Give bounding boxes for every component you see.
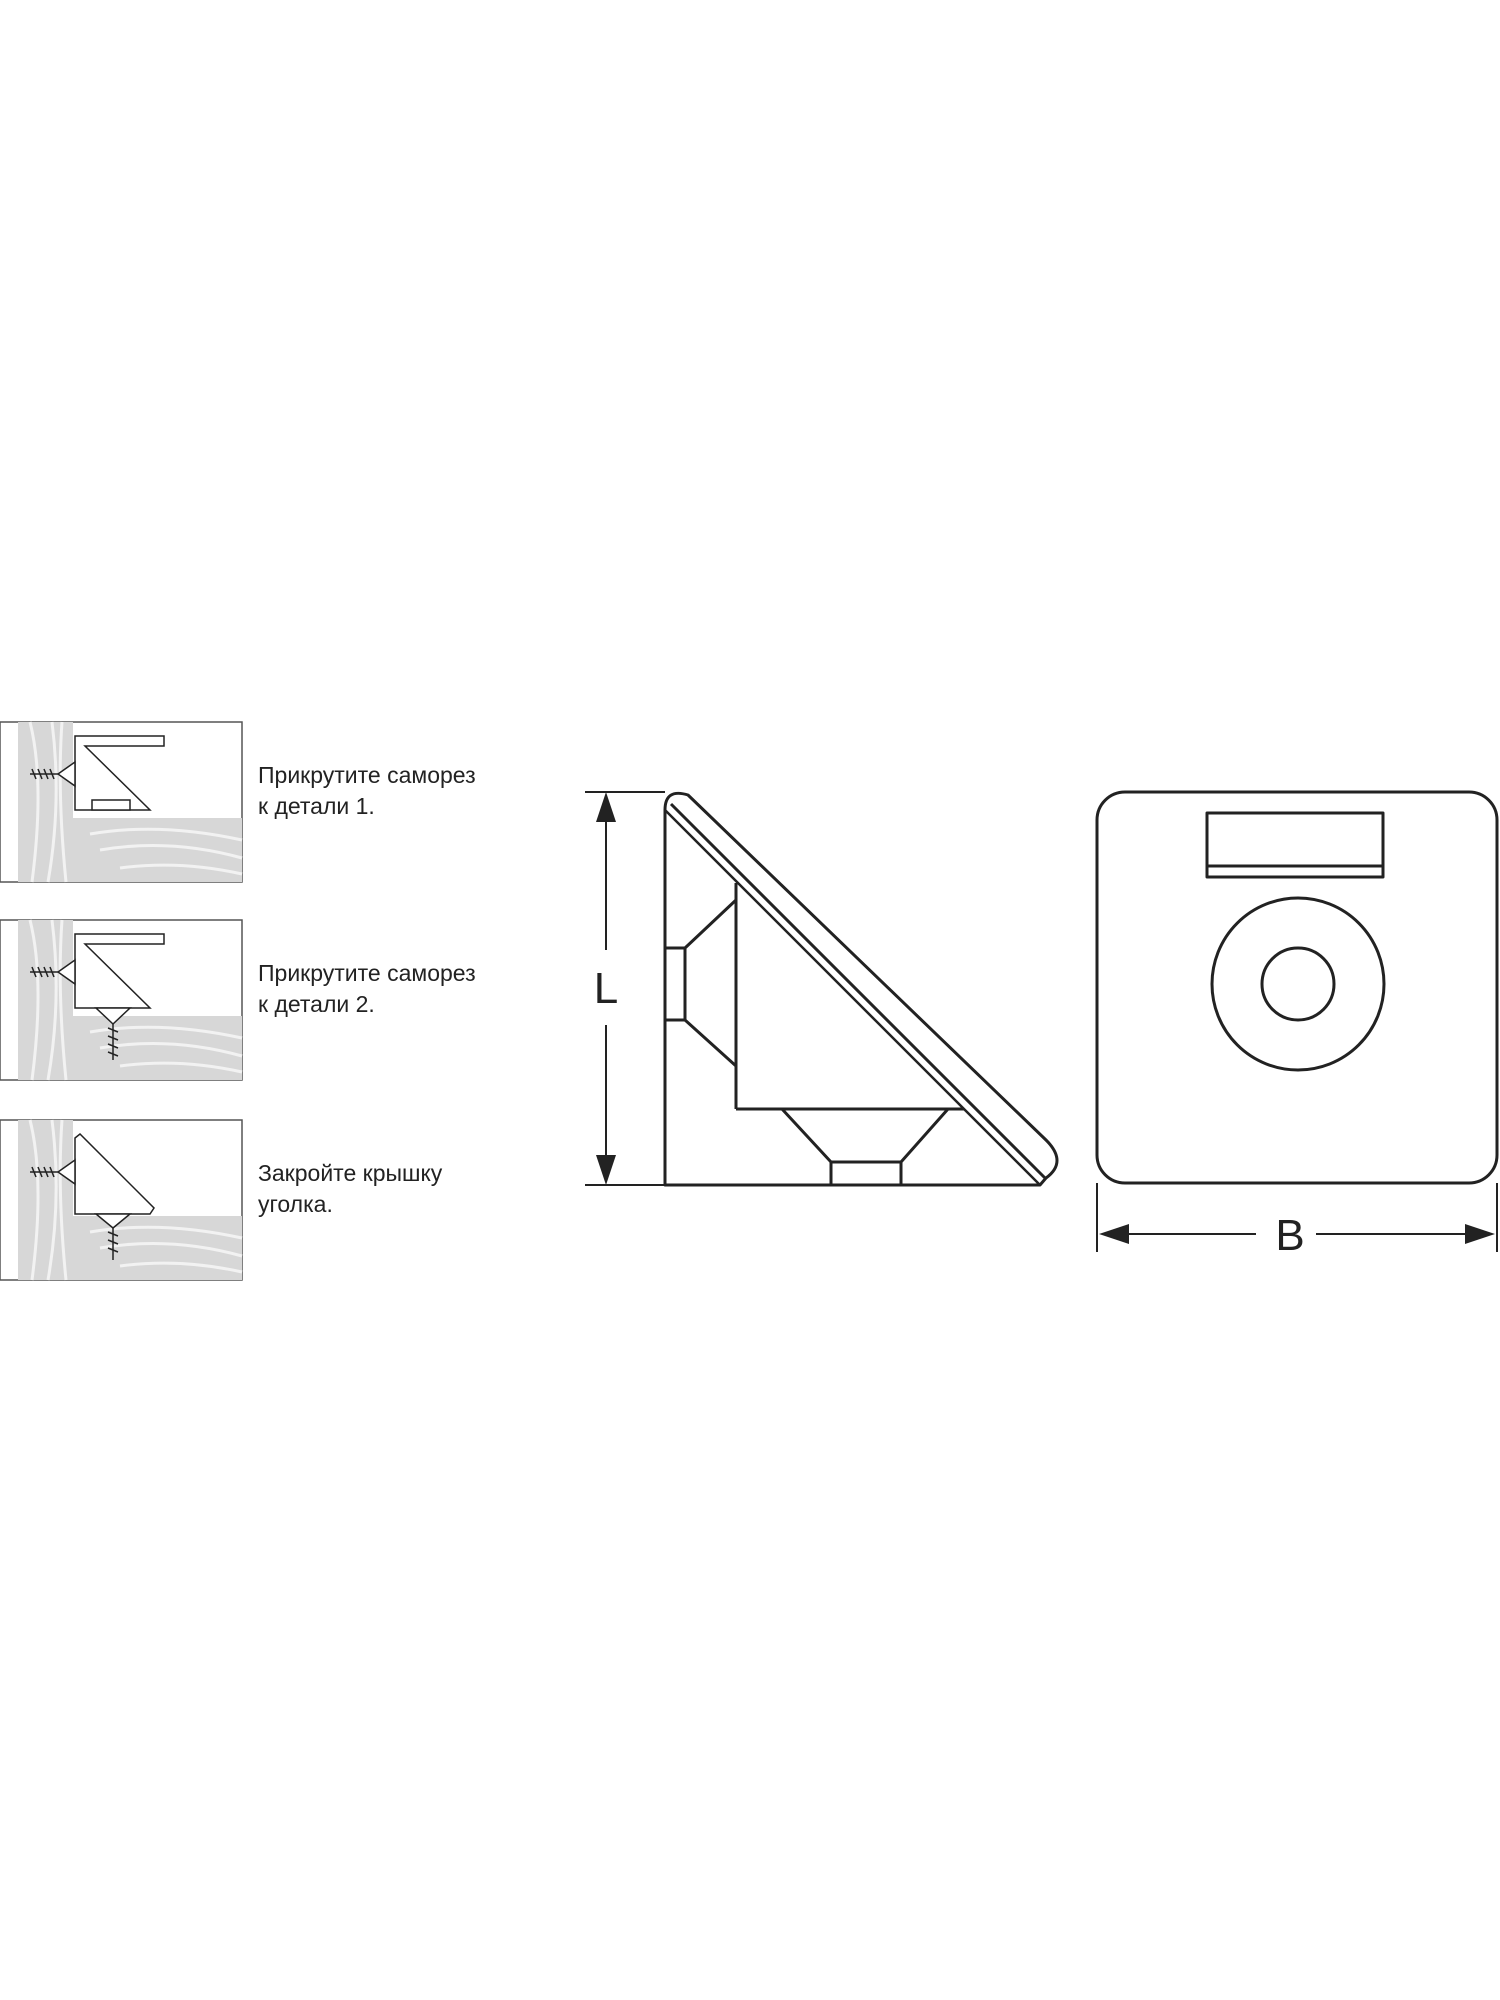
arrow-left-icon [1099, 1224, 1129, 1244]
side-view [663, 791, 1059, 1187]
side-countersink-top [665, 898, 738, 950]
dimension-l-label: L [594, 964, 618, 1013]
step-3-caption-line-2: уголка. [258, 1191, 333, 1217]
arrow-right-icon [1465, 1224, 1495, 1244]
step-2-caption-line-2: к детали 2. [258, 991, 375, 1017]
side-countersink-bottom [665, 1018, 738, 1068]
outer-ring [1210, 896, 1386, 1072]
step-3: Закройте крышку уголка. [0, 1119, 500, 1281]
screw-hole [1260, 946, 1336, 1022]
step-1-caption-line-2: к детали 1. [258, 793, 375, 819]
arrow-up-icon [596, 792, 616, 822]
step-1-illustration [0, 721, 243, 883]
step-3-caption-line-1: Закройте крышку [258, 1160, 443, 1186]
step-1: Прикрутите саморез к детали 1. [0, 721, 500, 883]
step-3-caption: Закройте крышку уголка. [258, 1158, 442, 1220]
step-1-caption: Прикрутите саморез к детали 1. [258, 760, 476, 822]
step-2: Прикрутите саморез к детали 2. [0, 919, 500, 1081]
bottom-countersink [780, 1107, 950, 1164]
cap-slot [1205, 811, 1385, 879]
dimension-l [585, 791, 665, 1186]
step-2-caption: Прикрутите саморез к детали 2. [258, 958, 476, 1020]
step-2-caption-line-1: Прикрутите саморез [258, 960, 476, 986]
arrow-down-icon [596, 1155, 616, 1185]
step-2-illustration [0, 919, 243, 1081]
dimension-b [1096, 1183, 1498, 1252]
step-3-illustration [0, 1119, 243, 1281]
dimension-b-label: B [1275, 1211, 1304, 1260]
step-1-caption-line-1: Прикрутите саморез [258, 762, 476, 788]
front-view [1095, 790, 1499, 1185]
